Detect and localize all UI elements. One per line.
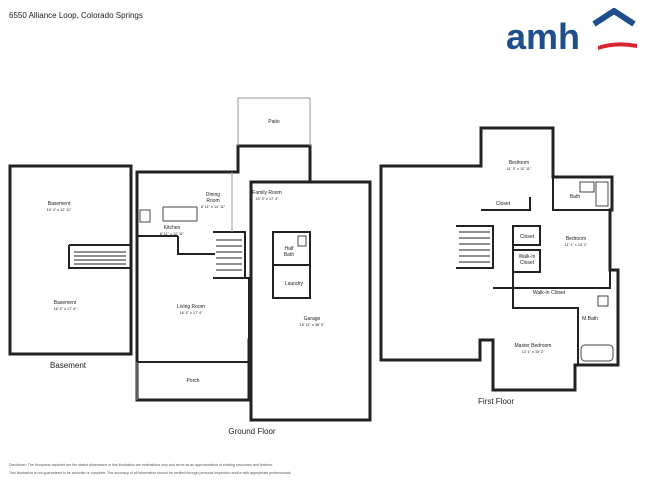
basement-upper-label: Basement bbox=[48, 201, 71, 207]
first-floor-title: First Floor bbox=[478, 397, 514, 406]
patio-label: Patio bbox=[268, 119, 280, 125]
property-address: 6550 Alliance Loop, Colorado Springs bbox=[9, 11, 143, 20]
basement-upper-dim: 15' 4" x 12' 11" bbox=[47, 208, 72, 212]
garage-outline bbox=[249, 180, 372, 422]
walkin1-label: Walk-In bbox=[519, 254, 536, 260]
garage-label: Garage bbox=[304, 316, 321, 322]
walkin2-label: Walk-In Closet bbox=[533, 290, 566, 296]
ground-floor-outline bbox=[135, 144, 372, 422]
laundry-label: Laundry bbox=[285, 281, 304, 287]
amh-logo-text: amh bbox=[506, 16, 580, 52]
disclaimer-line-2: This illustration is not guaranteed to b… bbox=[9, 471, 292, 475]
living-room-dim: 16' 4" x 17' 4" bbox=[180, 311, 204, 315]
bedroom2-label: Bedroom bbox=[566, 236, 586, 242]
kitchen-label: Kitchen bbox=[164, 225, 181, 231]
bedroom1-label: Bedroom bbox=[509, 160, 529, 166]
dining-dim: 8' 11" x 14' 11" bbox=[201, 205, 226, 209]
living-room-label: Living Room bbox=[177, 304, 205, 310]
first-floor-outline bbox=[379, 126, 620, 392]
basement-outline bbox=[8, 164, 133, 356]
master-bedroom-label: Master Bedroom bbox=[515, 343, 552, 349]
family-room-label: Family Room bbox=[252, 190, 281, 196]
dining-label: Dining bbox=[206, 192, 220, 198]
basement-lower-dim: 16' 4" x 17' 4" bbox=[54, 307, 78, 311]
ground-floor-title: Ground Floor bbox=[228, 427, 275, 436]
bedroom2-dim: 11' 1" x 10' 1" bbox=[565, 243, 588, 247]
closet2-label: Closet bbox=[520, 234, 535, 240]
closet1-label: Closet bbox=[496, 201, 511, 207]
basement-lower-label: Basement bbox=[54, 300, 77, 306]
walkin1-label-2: Closet bbox=[520, 260, 535, 266]
porch-label: Porch bbox=[186, 378, 199, 384]
bath-label: Bath bbox=[570, 194, 581, 200]
disclaimer-line-1: Disclaimer: The floorplans depicted are … bbox=[9, 463, 274, 467]
basement-floor-title: Basement bbox=[50, 361, 87, 370]
master-bedroom-dim: 13' 1" x 15' 2" bbox=[522, 350, 546, 354]
amh-logo: amh bbox=[506, 8, 637, 52]
half-bath-label: Half bbox=[285, 246, 295, 252]
mbath-label: M.Bath bbox=[582, 316, 598, 322]
garage-dim: 18' 11" x 38' 5" bbox=[300, 323, 325, 327]
bedroom1-dim: 11' 3" x 12' 11" bbox=[507, 167, 532, 171]
dining-label-2: Room bbox=[206, 198, 219, 204]
kitchen-dim: 8' 11" x 12' 11" bbox=[160, 232, 185, 236]
half-bath-label-2: Bath bbox=[284, 252, 295, 258]
family-room-dim: 15' 3" x 17' 4" bbox=[256, 197, 280, 201]
